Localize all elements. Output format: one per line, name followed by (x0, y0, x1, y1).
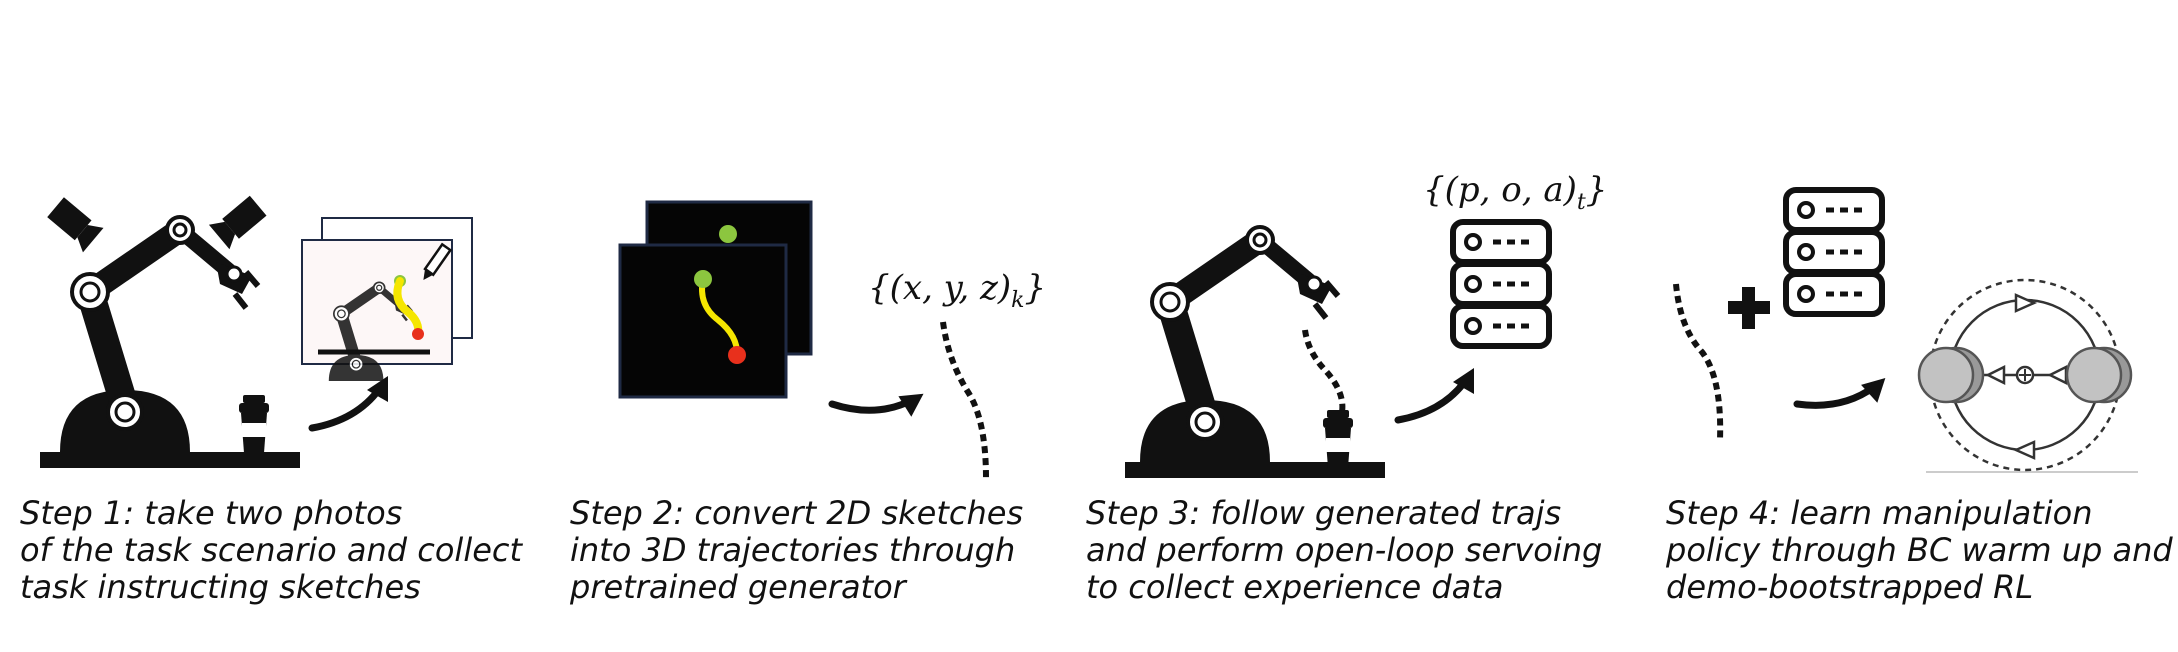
database-icon (1786, 190, 1882, 314)
table-top (1125, 462, 1385, 478)
sketch-frame-front (618, 243, 788, 399)
camera-icon (44, 195, 104, 253)
caption-line: to collect experience data (1086, 568, 1504, 606)
sketch-photo-icon (301, 217, 473, 381)
caption-line: Step 1: take two photos (20, 494, 403, 532)
cup-icon (239, 395, 269, 453)
caption-line: Step 2: convert 2D sketches (570, 494, 1024, 532)
step3-graphic (1125, 222, 1549, 478)
curved-arrow-icon (1797, 355, 1885, 428)
caption-line: demo-bootstrapped RL (1666, 568, 2034, 606)
step4-graphic (1673, 190, 2144, 473)
rl-cycle-icon (1917, 276, 2144, 473)
caption-line: into 3D trajectories through (570, 531, 1016, 569)
caption-line: Step 3: follow generated trajs (1086, 494, 1562, 532)
camera-icon (208, 192, 268, 250)
caption-line: of the task scenario and collect (20, 531, 523, 569)
trajectory-icon (1673, 283, 1724, 441)
step1-caption: Step 1: take two photos of the task scen… (20, 495, 540, 606)
caption-line: pretrained generator (570, 568, 906, 606)
end-point (728, 346, 746, 364)
trajectory-icon (940, 321, 989, 479)
caption-line: Step 4: learn manipulation (1666, 494, 2093, 532)
cup-icon (1323, 410, 1353, 468)
experience-set-label: {(p, o, a)t} (1423, 170, 1608, 215)
caption-line: policy through BC warm up and (1666, 531, 2173, 569)
database-icon (1453, 222, 1549, 346)
robot-arm-icon (60, 217, 258, 452)
trajectory-icon (1302, 329, 1346, 413)
curved-arrow-icon (1398, 368, 1474, 420)
step4-caption: Step 4: learn manipulation policy throug… (1666, 495, 2178, 606)
step2-graphic (618, 200, 989, 479)
step2-caption: Step 2: convert 2D sketches into 3D traj… (570, 495, 1090, 606)
plus-icon (1728, 287, 1770, 329)
caption-line: and perform open-loop servoing (1086, 531, 1603, 569)
pencil-icon (423, 242, 453, 281)
curved-arrow-icon (832, 358, 924, 440)
caption-line: task instructing sketches (20, 568, 421, 606)
step1-graphic (40, 192, 473, 468)
curved-arrow-icon (312, 376, 388, 428)
start-point (694, 270, 712, 288)
table-top (40, 452, 300, 468)
step3-caption: Step 3: follow generated trajs and perfo… (1086, 495, 1606, 606)
trajectory-set-label: {(x, y, z)k} (868, 268, 1047, 313)
